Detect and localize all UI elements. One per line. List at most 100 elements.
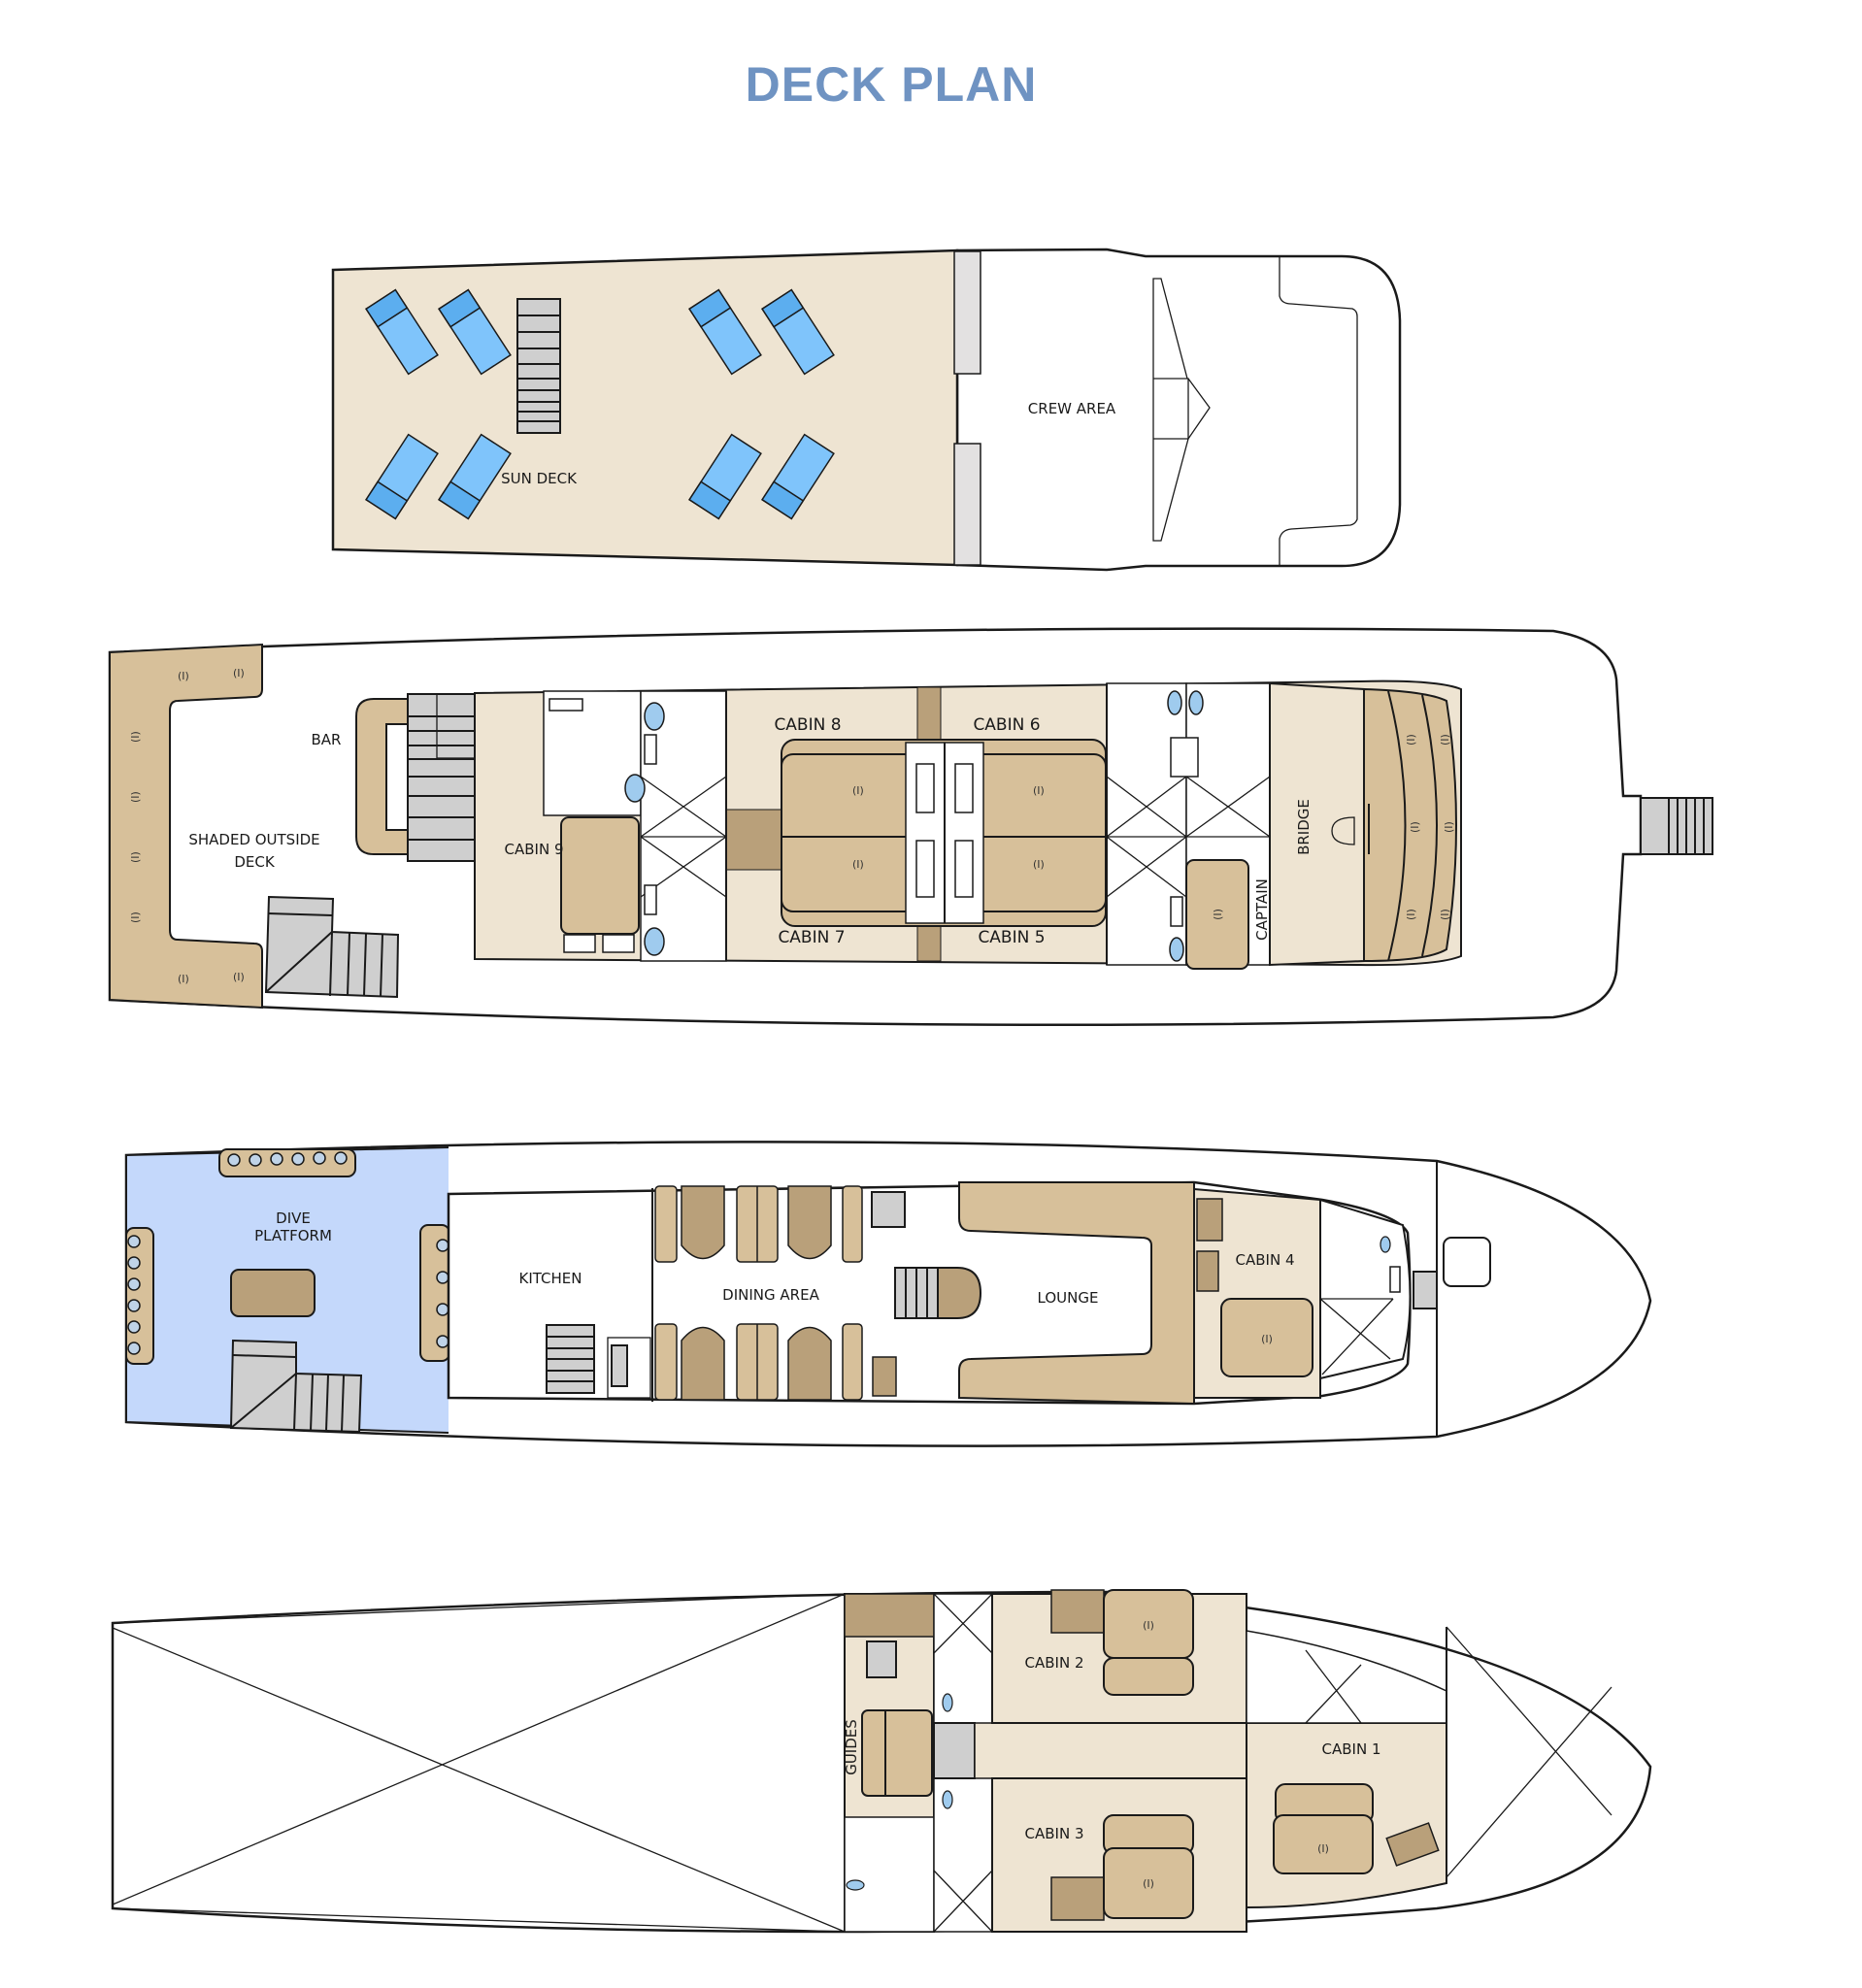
- kitchen-label: KITCHEN: [519, 1270, 582, 1287]
- seat-mark: (I): [1443, 821, 1455, 833]
- aft-stairs: [264, 895, 400, 999]
- shaded-outside-deck-label-2: DECK: [234, 853, 276, 871]
- sink-icon: [644, 927, 665, 956]
- dining-area-label: DINING AREA: [722, 1286, 819, 1304]
- sun-lounger: [438, 288, 512, 376]
- bow-stairs: [1640, 797, 1713, 855]
- bridge-label: BRIDGE: [1295, 799, 1313, 855]
- cabin-9-bed: [560, 816, 640, 935]
- toilet-icon: [1170, 896, 1183, 927]
- sun-lounger: [365, 288, 439, 376]
- wardrobe: [725, 809, 785, 871]
- sun-deck: CREW AREA: [331, 248, 1402, 572]
- sun-lounger: [365, 433, 439, 520]
- crew-area-label: CREW AREA: [1028, 400, 1116, 417]
- shared-bathrooms: [640, 690, 727, 962]
- seat-mark: (I): [129, 911, 142, 923]
- lounge-label: LOUNGE: [1038, 1289, 1099, 1307]
- partition: [953, 443, 981, 566]
- shower-icon: [1319, 1298, 1394, 1375]
- guides-bunk: [861, 1709, 933, 1797]
- crew-area-outline: [955, 248, 1402, 572]
- cabin-1-wardrobe: [1385, 1822, 1440, 1867]
- nightstand: [954, 763, 974, 813]
- sun-lounger: [761, 433, 835, 520]
- engine-room: [112, 1593, 846, 1933]
- cabin-9-desk: [563, 934, 596, 953]
- mast-structure: [1152, 278, 1211, 542]
- sink-icon: [942, 1693, 953, 1712]
- cabin-4-bed: [1220, 1298, 1313, 1377]
- dive-tank-icons: [127, 1151, 449, 1355]
- dining-booths: [654, 1185, 897, 1401]
- seat-mark: (I): [233, 971, 245, 983]
- wardrobe: [1050, 1589, 1105, 1634]
- seat-mark: (I): [129, 851, 142, 863]
- toilet-icon: [1389, 1266, 1401, 1293]
- shaded-outside-deck-label: SHADED OUTSIDE: [188, 831, 319, 848]
- seat-mark: (I): [233, 667, 245, 679]
- cabin-3-label: CABIN 3: [1025, 1825, 1084, 1842]
- wardrobe: [916, 686, 942, 746]
- forward-hatch-steps: [1413, 1271, 1438, 1309]
- dive-stairs: [229, 1339, 363, 1434]
- forward-hatch: [1443, 1237, 1491, 1287]
- seat-mark: (I): [1212, 909, 1224, 920]
- cabin-1-label: CABIN 1: [1322, 1740, 1381, 1758]
- toilet-icon: [1170, 737, 1199, 778]
- upper-deck: (I) (I) (I) (I) (I) (I) (I) (I) SHADED O…: [108, 627, 1713, 1027]
- nightstand: [915, 763, 935, 813]
- helm-console: [1279, 256, 1358, 566]
- seat-mark: (I): [1409, 821, 1421, 833]
- seat-mark: (I): [178, 973, 189, 985]
- seat-mark: (I): [852, 858, 864, 871]
- dive-table: [230, 1269, 316, 1317]
- cabin-8-label: CABIN 8: [774, 715, 841, 735]
- sink-icon: [644, 702, 665, 731]
- seat-mark: (I): [1405, 909, 1417, 920]
- guides-stairs: [866, 1640, 897, 1678]
- shower-icon: [933, 1593, 993, 1933]
- lower-deck: GUIDES (I) (I) CABIN 2 CABIN 3 (I) CABIN…: [111, 1589, 1652, 1934]
- seat-mark: (I): [129, 731, 142, 743]
- corridor: [974, 1722, 1247, 1779]
- helm-chair: [1331, 816, 1355, 845]
- seat-mark: (I): [1439, 909, 1451, 920]
- bow-void: [1446, 1626, 1613, 1878]
- seat-mark: (I): [1143, 1877, 1154, 1890]
- sun-deck-floor: [331, 248, 959, 567]
- toilet-icon: [549, 698, 583, 712]
- captain-bed: [1185, 859, 1249, 970]
- wardrobe: [1050, 1876, 1105, 1921]
- guides-bathroom: [844, 1816, 935, 1933]
- sink-icon: [846, 1879, 865, 1891]
- seat-mark: (I): [1033, 784, 1045, 797]
- seat-mark: (I): [1439, 734, 1451, 746]
- seat-mark: (I): [178, 670, 189, 682]
- cabin-5-label: CABIN 5: [978, 928, 1045, 947]
- sink-icon: [624, 774, 646, 803]
- cabin-2-bed: [1103, 1657, 1194, 1696]
- bar-stairs: [407, 693, 476, 862]
- sink-icon: [1167, 690, 1182, 715]
- bar-label: BAR: [312, 731, 342, 748]
- seat-mark: (I): [1033, 858, 1045, 871]
- toilet-icon: [644, 884, 657, 915]
- aft-bench: [109, 643, 263, 1010]
- sun-lounger: [688, 433, 762, 520]
- sink-icon: [1188, 690, 1204, 715]
- seat-mark: (I): [1261, 1333, 1273, 1345]
- cabin-6-label: CABIN 6: [973, 715, 1040, 735]
- sun-lounger: [688, 288, 762, 376]
- cabin-3-bed: [1103, 1847, 1194, 1919]
- cabin-1-bed: [1273, 1814, 1374, 1874]
- desk: [1196, 1250, 1219, 1292]
- main-deck: DIVE PLATFORM KITCHEN: [124, 1141, 1652, 1447]
- seat-mark: (I): [129, 791, 142, 803]
- cabin-9-label: CABIN 9: [505, 841, 564, 858]
- partition: [953, 250, 981, 375]
- dive-platform-label-2: PLATFORM: [254, 1227, 332, 1244]
- seat-mark: (I): [1405, 734, 1417, 746]
- sink-icon: [1380, 1236, 1391, 1253]
